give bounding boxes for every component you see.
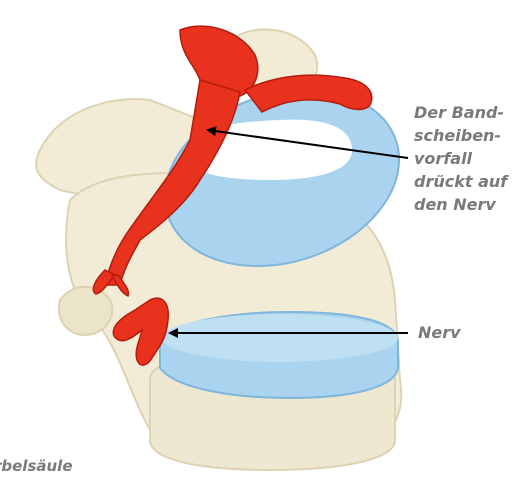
lower-spinous-process — [59, 287, 112, 335]
herniation-callout-line: drückt auf — [414, 170, 507, 193]
intervertebral-discs — [142, 61, 422, 398]
figure-caption: rbelsäule — [0, 455, 73, 478]
herniation-callout-label: Der Band- scheiben- vorfall drückt auf d… — [414, 101, 507, 216]
herniation-callout-line: den Nerv — [414, 193, 507, 216]
herniation-callout-line: scheiben- — [414, 124, 507, 147]
herniation-callout-line: Der Band- — [414, 101, 507, 124]
lower-disc-top — [162, 314, 398, 362]
herniation-callout-line: vorfall — [414, 147, 507, 170]
nerve-callout-label: Nerv — [418, 321, 461, 344]
